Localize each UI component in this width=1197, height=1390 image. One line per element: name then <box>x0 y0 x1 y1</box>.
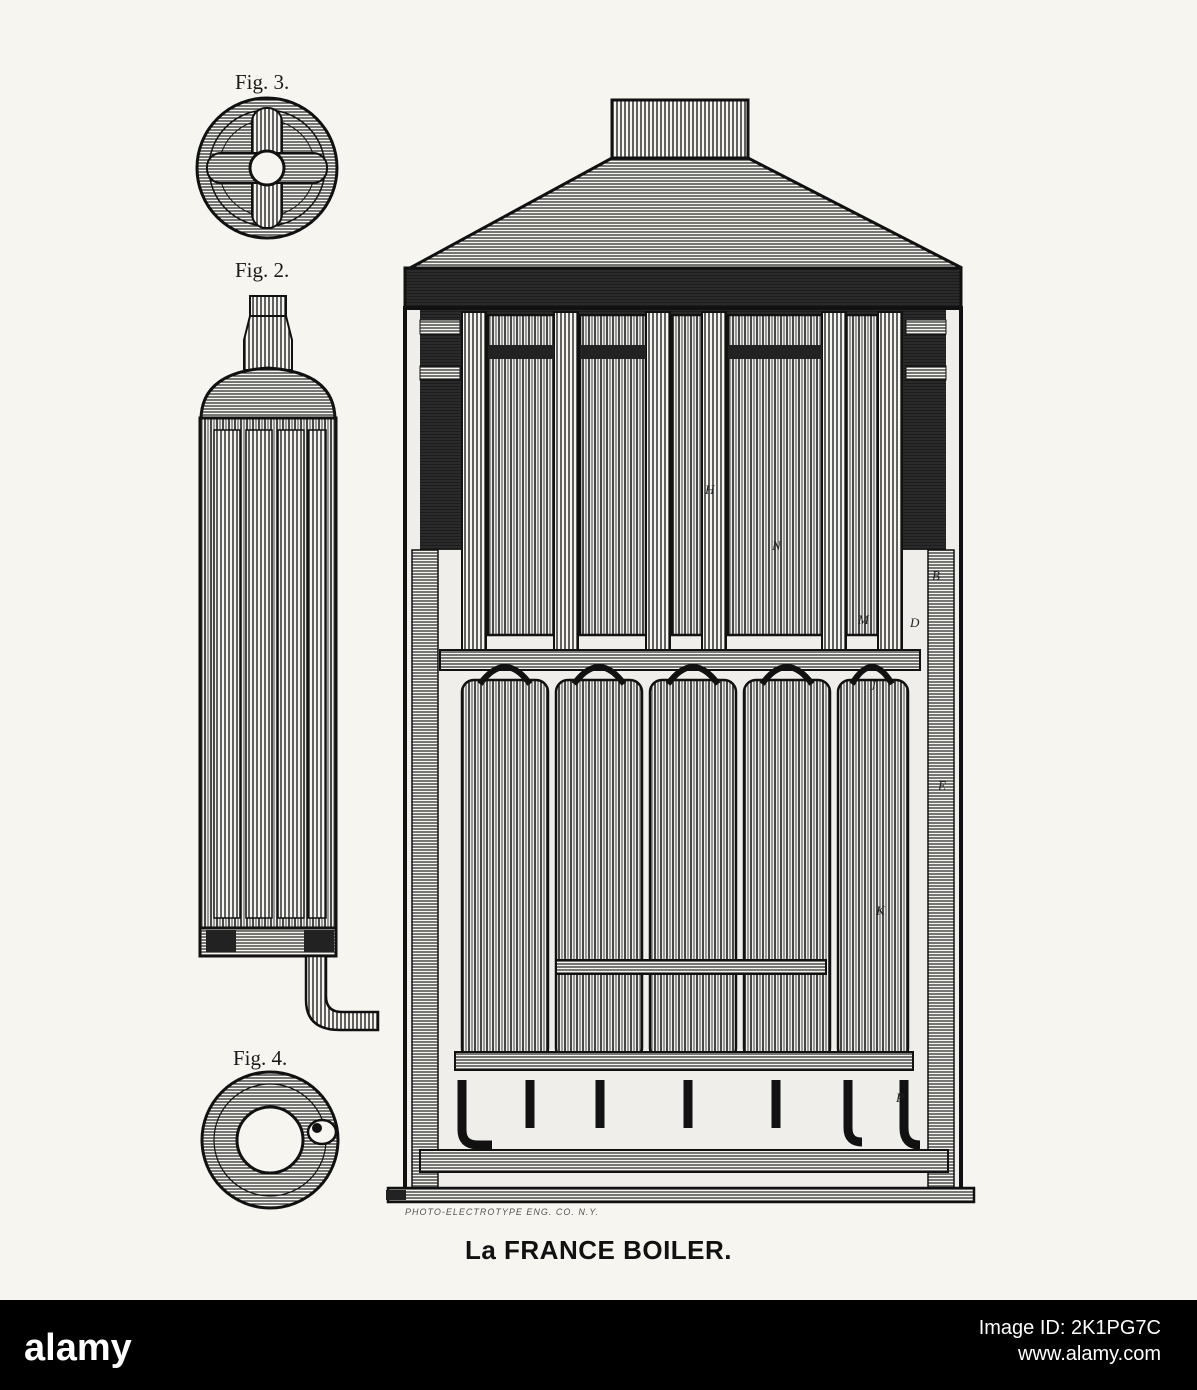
image-id-text: Image ID: 2K1PG7C <box>978 1317 1161 1339</box>
site-url-text: www.alamy.com <box>1018 1343 1161 1365</box>
main-boiler <box>386 98 976 1204</box>
engraver-credit: PHOTO-ELECTROTYPE ENG. CO. N.Y. <box>405 1207 600 1217</box>
fig3-label: Fig. 3. <box>235 70 290 94</box>
callout-b: B <box>932 568 940 583</box>
boiler-engraving: H N B D M J E K P <box>195 96 976 1210</box>
callout-j: J <box>870 678 877 693</box>
plate-caption: La FRANCE BOILER. <box>464 1235 733 1265</box>
callout-m: M <box>857 612 870 627</box>
fig2-label: Fig. 2. <box>235 258 290 282</box>
svg-text:alamy: alamy <box>24 1327 132 1369</box>
fig3-top-view <box>195 96 339 240</box>
callout-k: K <box>875 903 886 918</box>
fig2-section-view <box>198 295 380 1032</box>
fig4-bottom-view <box>200 1070 340 1210</box>
stock-image-info: Image ID: 2K1PG7C www.alamy.com <box>979 1315 1161 1367</box>
callout-e: E <box>937 778 946 793</box>
stock-footer-bar <box>0 1300 1197 1390</box>
fig4-label: Fig. 4. <box>233 1046 288 1070</box>
callout-p: P <box>895 1090 904 1105</box>
alamy-logo: alamy <box>24 1327 132 1369</box>
callout-h: H <box>704 482 715 497</box>
callout-d: D <box>909 615 920 630</box>
callout-letters: H N B D M J E K P <box>704 482 946 1105</box>
callout-n: N <box>771 538 782 553</box>
